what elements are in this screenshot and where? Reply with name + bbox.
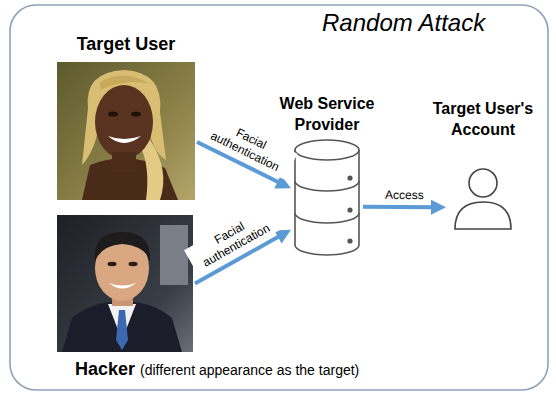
node-caption: Hacker (different appearance as the targe… [75,358,359,381]
node-heading-block: Web Service Provider [262,94,392,136]
hacker-node: Hacker(different appearance as the targe… [57,215,193,352]
node-heading: Web Service Provider [262,94,392,136]
arrow-head [431,200,446,215]
outer-frame [10,5,548,390]
account-node: Target User's Account [448,165,518,230]
node-heading: Target User's Account [423,99,543,141]
target-photo [57,62,195,200]
hacker-photo [57,215,193,352]
web-service-node: Web Service Provider [293,140,361,255]
diagram-title: Random Attack [322,9,485,37]
node-note: (different appearance as the target) [140,362,359,378]
account-icon [455,169,511,229]
node-heading-block: Target User [26,33,226,56]
node-heading: Target User [26,33,226,56]
arrow-line [363,205,435,209]
arrow-head [274,230,291,244]
node-heading: Hacker [75,359,135,379]
node-heading-block: Target User's Account [423,99,543,141]
edge-label: Facial authentication [185,203,283,275]
database-symbol [295,140,359,255]
target-user-node: Target User [57,62,195,200]
edge-label: Access [383,188,426,203]
